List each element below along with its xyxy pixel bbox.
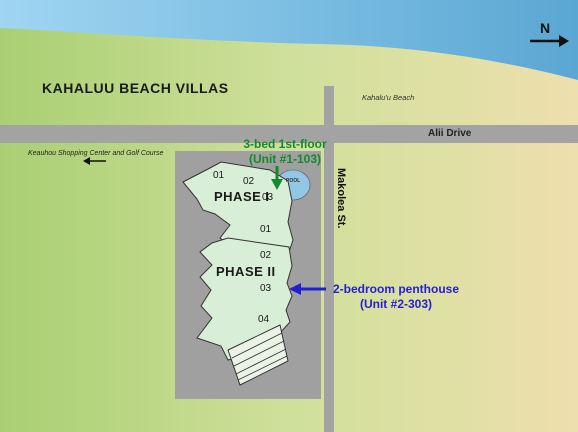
north-arrow: [530, 35, 569, 47]
direction-arrow: [83, 157, 106, 165]
blue-annotation-line2: (Unit #2-303): [359, 297, 433, 311]
phase2-label: PHASE II: [216, 264, 276, 279]
green-pointer-arrow: [271, 166, 283, 190]
map-title: KAHALUU BEACH VILLAS: [42, 80, 229, 96]
blue-annotation-line1: 2-bedroom penthouse: [332, 282, 459, 296]
parking-line: [233, 340, 285, 367]
phase2-unit-04: 04: [258, 314, 270, 325]
beach-label: Kahalu'u Beach: [362, 93, 415, 102]
phase1-unit-01: 01: [213, 170, 225, 181]
parking-line: [237, 355, 288, 381]
parking-structure: [227, 324, 289, 386]
alii-drive-label: Alii Drive: [428, 128, 472, 139]
phase2-unit-01: 01: [260, 224, 272, 235]
blue-pointer-arrow: [289, 283, 326, 295]
blue-annotation: 2-bedroom penthouse (Unit #2-303): [325, 282, 467, 312]
phase-2-building: [196, 237, 293, 361]
alii-drive-road: [0, 125, 578, 143]
makolea-street-road: [324, 86, 334, 432]
phase2-unit-02: 02: [260, 250, 272, 261]
ocean: [0, 0, 578, 80]
phase-1-building: [182, 161, 294, 253]
phase2-unit-03: 03: [260, 283, 272, 294]
phase1-label: PHASE I: [214, 189, 270, 204]
green-annotation-line1: 3-bed 1st-floor: [243, 137, 327, 151]
phase1-unit-03: 03: [262, 192, 274, 203]
green-annotation-line2: (Unit #1-103): [248, 152, 322, 166]
phase1-unit-02: 02: [243, 176, 255, 187]
green-annotation: 3-bed 1st-floor (Unit #1-103): [230, 137, 340, 167]
parking-line: [235, 348, 287, 375]
keauhou-direction-label: Keauhou Shopping Center and Golf Course: [28, 150, 164, 157]
pool-label: POOL: [286, 178, 301, 184]
north-label: N: [540, 20, 551, 36]
parking-line: [231, 332, 283, 359]
makolea-street-label: Makolea St.: [335, 168, 347, 229]
